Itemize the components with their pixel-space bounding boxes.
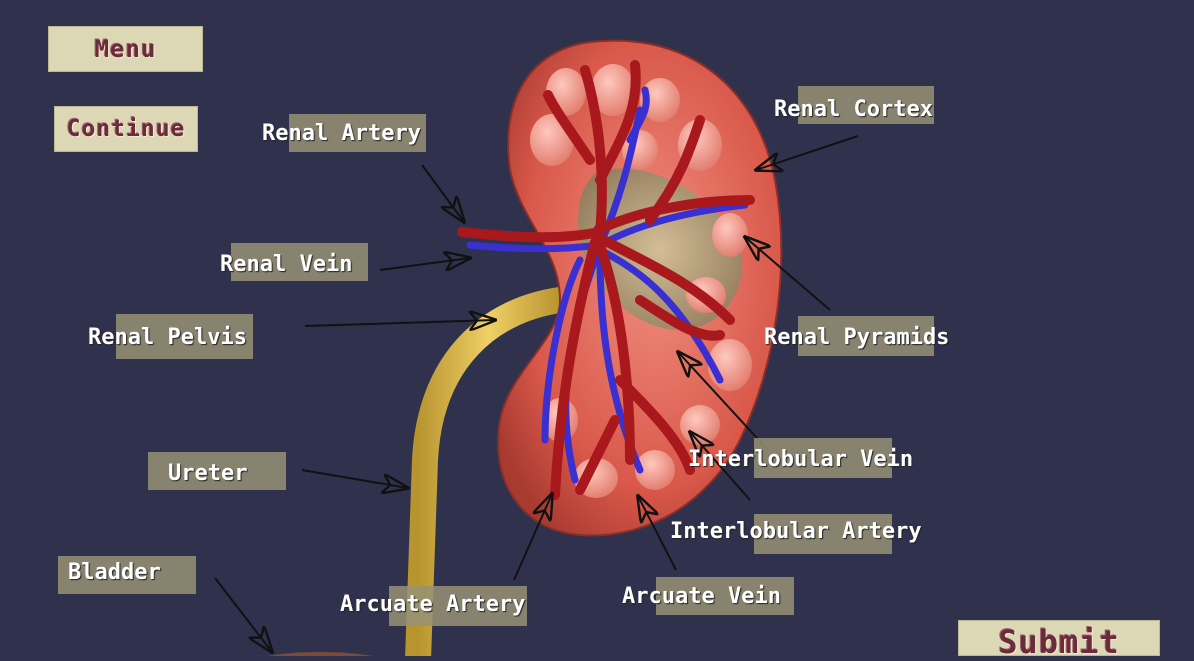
label-box-arcuate-vein — [656, 577, 794, 615]
label-ureter: Ureter — [168, 461, 248, 486]
ureter-shape — [405, 287, 573, 656]
arteries — [457, 60, 755, 500]
label-renal-pelvis: Renal Pelvis — [88, 325, 247, 350]
label-renal-vein: Renal Vein — [220, 252, 353, 277]
label-arcuate-vein: Arcuate Vein — [622, 584, 781, 609]
label-box-interlobular-vein — [754, 438, 892, 478]
label-renal-cortex: Renal Cortex — [774, 97, 933, 122]
label-arcuate-artery: Arcuate Artery — [340, 592, 526, 617]
label-box-renal-vein — [231, 243, 368, 281]
label-interlobular-vein: Interlobular Vein — [688, 447, 914, 472]
label-box-ureter — [148, 452, 286, 490]
label-renal-artery: Renal Artery — [262, 121, 421, 146]
bladder-shape — [267, 652, 373, 656]
menu-button[interactable]: Menu — [48, 26, 203, 72]
label-box-renal-pyramids — [798, 316, 934, 356]
continue-button[interactable]: Continue — [54, 106, 198, 152]
submit-button[interactable]: Submit — [958, 620, 1160, 661]
label-box-renal-cortex — [798, 86, 934, 124]
label-box-bladder — [58, 556, 196, 594]
label-interlobular-artery: Interlobular Artery — [670, 519, 922, 544]
pointer-arrows — [214, 135, 859, 652]
label-box-renal-artery — [289, 114, 426, 152]
label-box-renal-pelvis — [116, 314, 253, 359]
label-box-interlobular-artery — [754, 514, 892, 554]
label-box-arcuate-artery — [389, 586, 527, 626]
label-renal-pyramids: Renal Pyramids — [764, 325, 950, 350]
label-bladder: Bladder — [68, 560, 161, 585]
